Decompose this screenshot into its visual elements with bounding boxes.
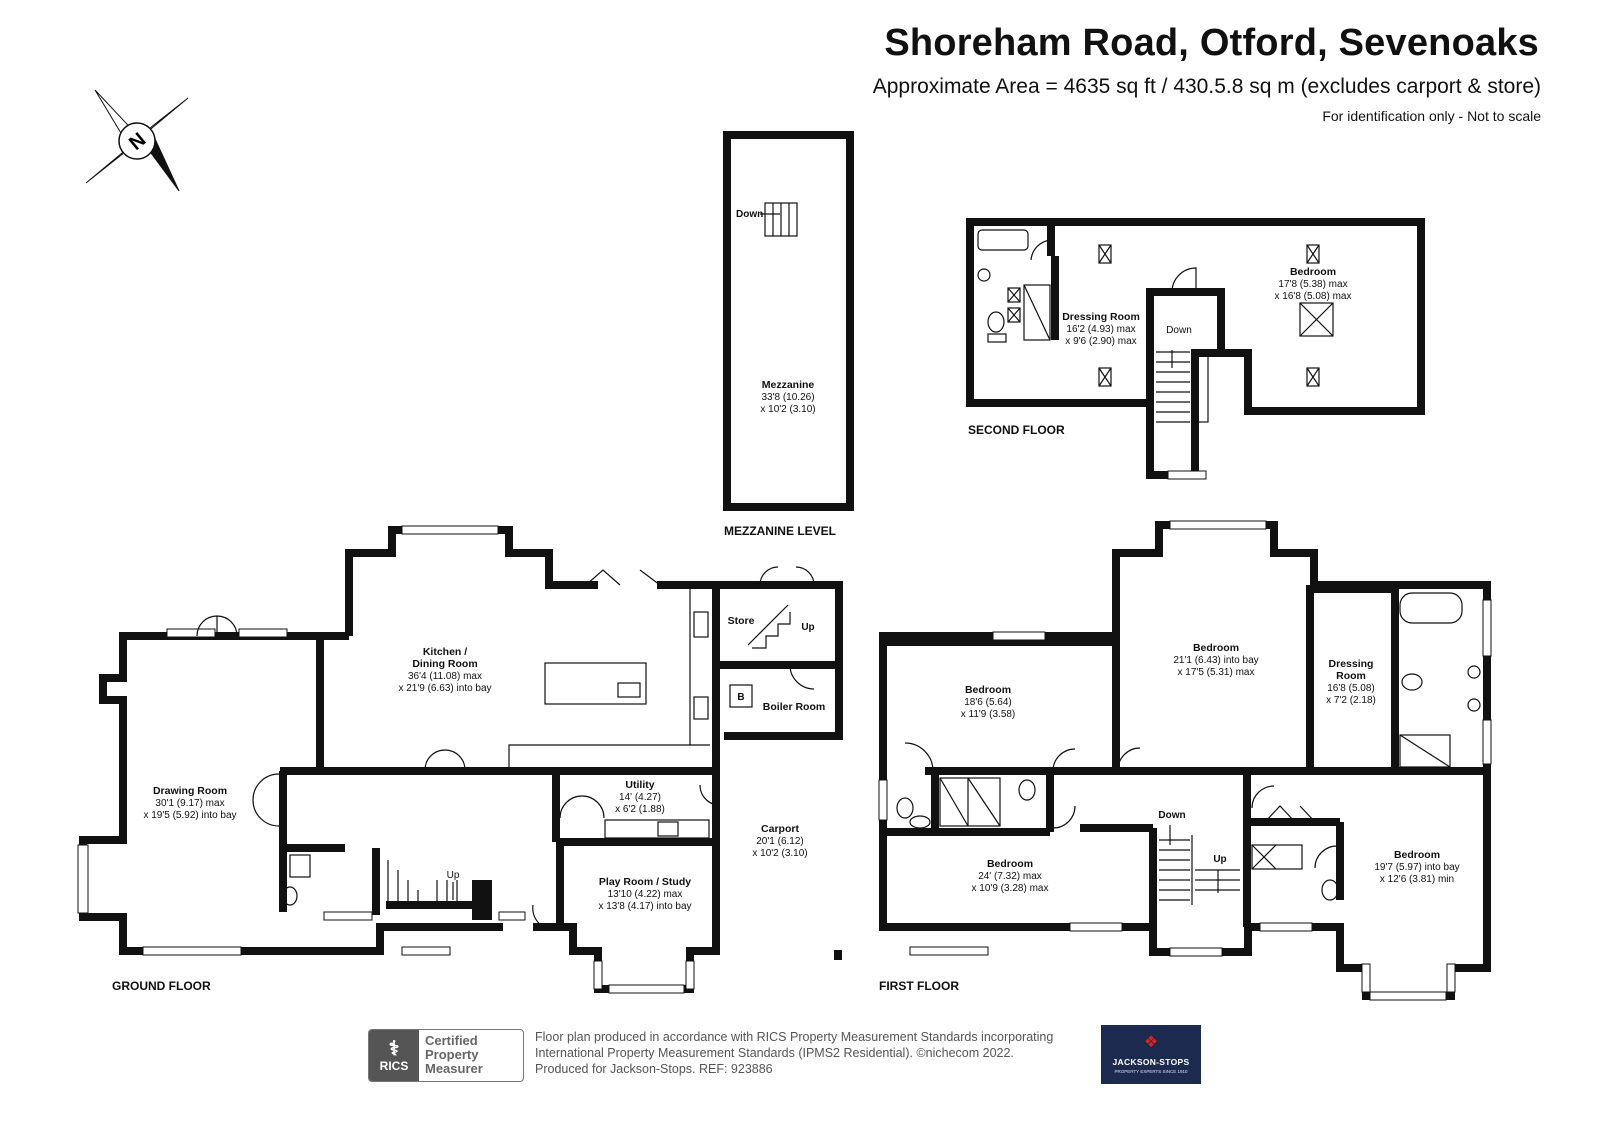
kitchen-name-1: Kitchen / xyxy=(423,646,467,658)
compass-icon: N xyxy=(85,89,189,192)
jackson-stops-logo: ❖ JACKSON-STOPS PROPERTY EXPERTS SINCE 1… xyxy=(1101,1025,1201,1084)
sf-dressing-name: Dressing Room xyxy=(1062,311,1140,323)
ground-floor: B Up Up Drawing Room 30'1 (9.17) max x 1… xyxy=(77,525,843,994)
ground-stair-up-label: Up xyxy=(447,870,460,881)
first-floor-stair-up-label: Up xyxy=(1213,854,1226,865)
rics-crest-icon: ⚕ xyxy=(388,1037,400,1060)
store-name: Store xyxy=(728,615,755,627)
rics-logo: ⚕ RICS xyxy=(369,1030,419,1081)
utility-name: Utility xyxy=(625,779,654,791)
boiler-room-name: Boiler Room xyxy=(763,701,825,713)
rics-certification-text: Certified Property Measurer xyxy=(419,1030,523,1081)
playroom-dim-1: 13'10 (4.22) max xyxy=(608,889,683,900)
ff-bedroom-1-dim-1: 18'6 (5.64) xyxy=(964,697,1012,708)
first-floor: Down Up Bedroom 18'6 (5.64) x 11'9 (3.58… xyxy=(878,520,1492,1001)
ff-bedroom-3-name: Bedroom xyxy=(987,858,1033,870)
second-floor-stair-down-label: Down xyxy=(1166,325,1192,336)
playroom-name: Play Room / Study xyxy=(599,876,691,888)
sf-bedroom-dim-2: x 16'8 (5.08) max xyxy=(1275,291,1352,302)
carport-dim-2: x 10'2 (3.10) xyxy=(752,848,807,859)
mezzanine-stair-down-label: Down xyxy=(736,209,763,220)
rics-logo-text: RICS xyxy=(379,1058,409,1073)
kitchen-name-2: Dining Room xyxy=(412,658,477,670)
kitchen-dim-2: x 21'9 (6.63) into bay xyxy=(398,683,491,694)
ff-bedroom-3-dim-2: x 10'9 (3.28) max xyxy=(972,883,1049,894)
ff-dressing-name-2: Room xyxy=(1336,670,1366,682)
first-floor-stair-down-label: Down xyxy=(1158,810,1185,821)
sf-dressing-dim-2: x 9'6 (2.90) max xyxy=(1065,336,1136,347)
ff-bedroom-4-dim-1: 19'7 (5.97) into bay xyxy=(1374,862,1459,873)
second-floor-label: SECOND FLOOR xyxy=(968,423,1065,437)
ff-bedroom-4-name: Bedroom xyxy=(1394,849,1440,861)
carport-name: Carport xyxy=(761,823,799,835)
first-floor-label: FIRST FLOOR xyxy=(879,979,959,993)
playroom-dim-2: x 13'8 (4.17) into bay xyxy=(598,901,691,912)
mezzanine-name: Mezzanine xyxy=(762,379,815,391)
mezzanine-dim-1: 33'8 (10.26) xyxy=(761,392,814,403)
rics-certified-badge: ⚕ RICS Certified Property Measurer xyxy=(368,1029,524,1082)
second-floor: Down Dressing Room 16'2 (4.93) max x 9'6… xyxy=(966,218,1425,480)
footer-line-1: Floor plan produced in accordance with R… xyxy=(535,1030,1054,1044)
ff-dressing-dim-1: 16'8 (5.08) xyxy=(1327,683,1375,694)
utility-dim-1: 14' (4.27) xyxy=(619,792,661,803)
mezzanine-floor-label: MEZZANINE LEVEL xyxy=(724,524,836,538)
agent-name: JACKSON-STOPS xyxy=(1112,1057,1190,1067)
boiler-badge: B xyxy=(737,692,744,703)
ff-bedroom-1-dim-2: x 11'9 (3.58) xyxy=(961,709,1016,720)
agent-tagline: PROPERTY EXPERTS SINCE 1910 xyxy=(1114,1069,1188,1074)
rics-cert-line-2: Property xyxy=(425,1047,479,1062)
ff-dressing-dim-2: x 7'2 (2.18) xyxy=(1326,695,1376,706)
ff-bedroom-2-name: Bedroom xyxy=(1193,642,1239,654)
drawing-room-name: Drawing Room xyxy=(153,785,227,797)
page-title: Shoreham Road, Otford, Sevenoaks xyxy=(884,22,1539,64)
mezzanine-dim-2: x 10'2 (3.10) xyxy=(760,404,815,415)
carport-dim-1: 20'1 (6.12) xyxy=(756,836,804,847)
ff-bedroom-3-dim-1: 24' (7.32) max xyxy=(978,871,1042,882)
sf-bedroom-dim-1: 17'8 (5.38) max xyxy=(1278,279,1347,290)
ff-bedroom-2-dim-2: x 17'5 (5.31) max xyxy=(1178,667,1255,678)
utility-dim-2: x 6'2 (1.88) xyxy=(615,804,665,815)
ff-dressing-name-1: Dressing xyxy=(1329,658,1374,670)
ground-floor-label: GROUND FLOOR xyxy=(112,979,211,993)
footer-line-3: Produced for Jackson-Stops. REF: 923886 xyxy=(535,1062,773,1076)
ff-bedroom-2-dim-1: 21'1 (6.43) into bay xyxy=(1173,655,1258,666)
sf-dressing-dim-1: 16'2 (4.93) max xyxy=(1066,324,1135,335)
floor-plan: N Down Mezzanine 33'8 (10.26) x 10'2 (3.… xyxy=(77,89,1492,1001)
rics-cert-line-1: Certified xyxy=(425,1033,478,1048)
drawing-room-dim-1: 30'1 (9.17) max xyxy=(155,798,224,809)
approximate-area: Approximate Area = 4635 sq ft / 430.5.8 … xyxy=(872,75,1541,98)
store-stair-up-label: Up xyxy=(801,622,814,633)
ff-bedroom-4-dim-2: x 12'6 (3.81) min xyxy=(1380,874,1454,885)
kitchen-dim-1: 36'4 (11.08) max xyxy=(408,671,482,682)
jackson-stops-emblem-icon: ❖ xyxy=(1143,1034,1159,1051)
mezzanine-level: Down Mezzanine 33'8 (10.26) x 10'2 (3.10… xyxy=(723,131,854,538)
footer-credits: Floor plan produced in accordance with R… xyxy=(535,1029,1053,1077)
rics-cert-line-3: Measurer xyxy=(425,1061,483,1076)
ff-bedroom-1-name: Bedroom xyxy=(965,684,1011,696)
sf-bedroom-name: Bedroom xyxy=(1290,266,1336,278)
drawing-room-dim-2: x 19'5 (5.92) into bay xyxy=(143,810,236,821)
disclaimer-note: For identification only - Not to scale xyxy=(1322,108,1541,124)
footer-line-2: International Property Measurement Stand… xyxy=(535,1046,1014,1060)
